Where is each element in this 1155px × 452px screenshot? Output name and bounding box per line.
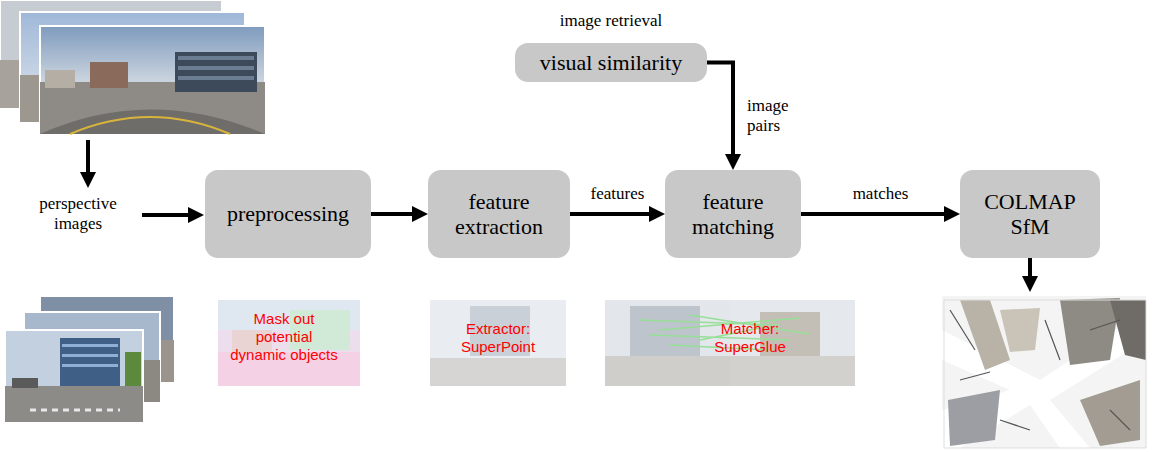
perspective-image-stack [5,296,174,422]
layout-arrows [80,140,1038,292]
box-text: feature extraction [439,189,559,240]
process-box: COLMAP SfM [960,170,1100,258]
box-text: COLMAP SfM [976,189,1084,240]
box-text: preprocessing [227,201,349,226]
box-text: feature matching [674,189,792,240]
step-note: Mask out potential dynamic objects [226,310,342,364]
connector-line [801,212,946,216]
edge-label: matches [851,184,911,204]
panorama-stack [0,0,265,134]
connector-line [570,212,651,216]
retrieval-box: image retrievalvisual similarity [515,43,707,82]
connector-line [371,212,414,216]
edge-label: features [589,184,647,204]
arrow-head [725,154,741,170]
box-text: visual similarity [540,50,682,75]
arrow-head [412,206,428,222]
keypoint-thumbnail [430,300,566,386]
point-cloud [942,296,1146,448]
box-heading: image retrieval [560,11,662,31]
connector-arrow [570,206,665,222]
edge-label: image pairs [745,96,801,137]
connector-arrow [707,61,741,171]
process-box: feature matching [665,170,801,258]
process-box: feature extraction [428,170,570,258]
matching-thumbnail [605,300,855,386]
process-box: preprocessing [205,170,371,258]
connector-arrow [371,206,428,222]
step-note: Matcher: SuperGlue [700,320,800,356]
arrow-head [944,206,960,222]
segmentation-thumbnail [218,300,360,386]
connector-line [707,61,735,157]
arrow-head [649,206,665,222]
connector-arrow [801,206,960,222]
step-note: Extractor: SuperPoint [448,320,548,356]
input-label: perspective images [18,194,138,235]
